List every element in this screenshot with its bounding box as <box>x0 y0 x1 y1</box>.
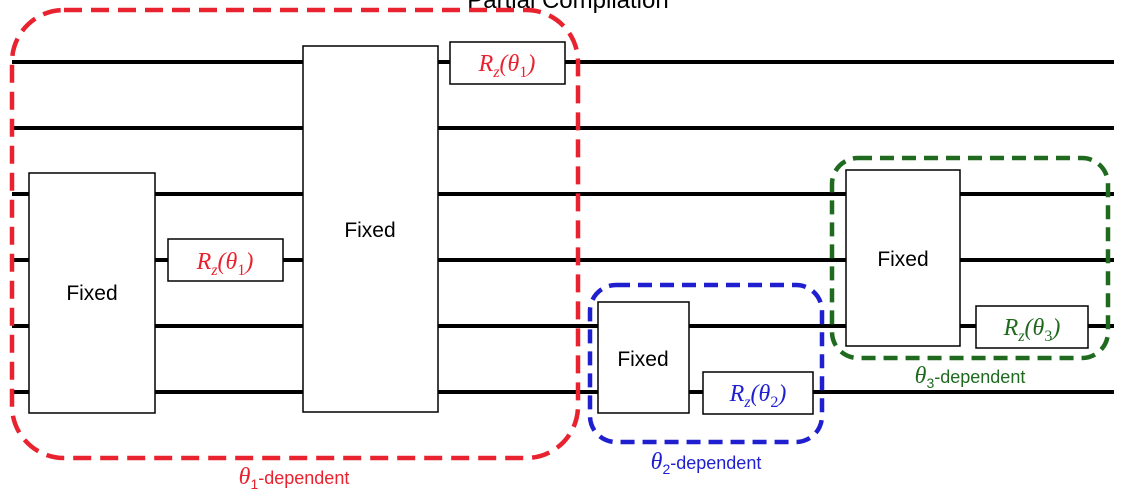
theta1-dependent-label: θ1-dependent <box>239 464 350 492</box>
theta-symbol: θ <box>226 249 238 275</box>
theta-index: 1 <box>237 262 245 279</box>
rz-symbol: R <box>196 249 212 275</box>
svg-text:Rz(θ1): Rz(θ1) <box>478 51 536 81</box>
rz-subscript: z <box>743 394 751 411</box>
rz-gate-theta2: Rz(θ2) <box>702 371 814 415</box>
diagram-title: Partial Compilation <box>467 0 668 14</box>
theta-index: 2 <box>770 394 778 411</box>
fixed-gate-d: Fixed <box>845 169 961 347</box>
fixed-gate-b-label: Fixed <box>344 219 395 242</box>
theta-index: 1 <box>519 64 527 81</box>
rz-symbol: R <box>729 381 745 407</box>
theta2-dependent-label: θ2-dependent <box>651 449 762 477</box>
svg-text:Rz(θ1): Rz(θ1) <box>196 249 254 279</box>
theta2-dependent-region <box>587 282 825 445</box>
fixed-gate-d-label: Fixed <box>877 248 928 271</box>
theta1-dependent-region <box>9 7 581 461</box>
svg-text:Rz(θ2): Rz(θ2) <box>729 381 787 411</box>
theta-index: 3 <box>1044 328 1052 345</box>
theta3-dependent-region <box>829 155 1111 361</box>
theta-symbol: θ <box>759 381 771 407</box>
theta-symbol: θ <box>1033 315 1045 341</box>
rz-subscript: z <box>492 64 500 81</box>
rz-gate-theta3: Rz(θ3) <box>975 305 1089 349</box>
fixed-gate-c-label: Fixed <box>617 348 668 371</box>
rz-symbol: R <box>478 51 494 77</box>
theta3-dependent-label: θ3-dependent <box>915 363 1026 391</box>
rz-gate-theta1-wire1: Rz(θ1) <box>449 41 566 85</box>
fixed-gate-a-label: Fixed <box>66 282 117 305</box>
fixed-gate-b: Fixed <box>302 45 439 413</box>
fixed-gate-a: Fixed <box>28 172 156 414</box>
theta-symbol: θ <box>508 51 520 77</box>
rz-subscript: z <box>210 262 218 279</box>
svg-text:Rz(θ3): Rz(θ3) <box>1003 315 1061 345</box>
rz-subscript: z <box>1017 328 1025 345</box>
fixed-gate-c: Fixed <box>597 301 690 414</box>
rz-symbol: R <box>1003 315 1019 341</box>
rz-gate-theta1-wire4: Rz(θ1) <box>167 238 284 282</box>
